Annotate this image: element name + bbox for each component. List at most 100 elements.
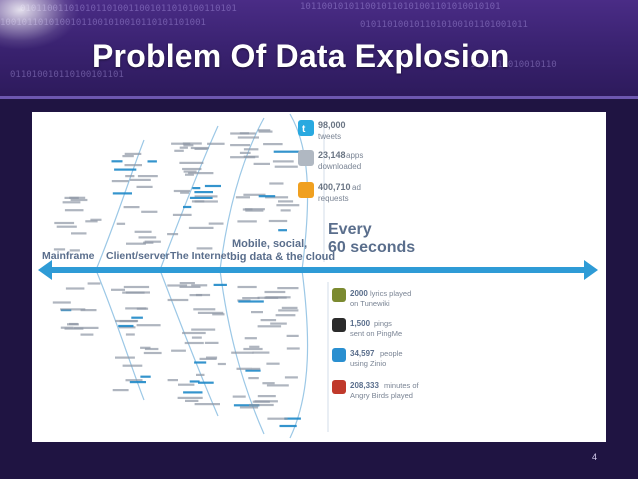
keyword-mark (167, 379, 178, 382)
svg-text:sent on PingMe: sent on PingMe (350, 329, 402, 338)
era-arc (95, 139, 145, 271)
keyword-mark (194, 361, 207, 364)
svg-text:ad: ad (352, 183, 361, 192)
keyword-mark (179, 161, 204, 164)
keyword-mark (70, 198, 88, 202)
svg-text:34,597: 34,597 (350, 349, 375, 358)
svg-text:people: people (380, 349, 403, 358)
keyword-mark (143, 351, 162, 355)
keyword-mark (278, 229, 287, 232)
keyword-mark (236, 367, 252, 370)
keyword-mark (279, 424, 297, 428)
keyword-mark (254, 400, 278, 403)
keyword-mark (196, 247, 213, 250)
keyword-mark (273, 150, 300, 153)
keyword-mark (191, 284, 208, 287)
keyword-mark (268, 219, 288, 223)
keyword-mark (251, 311, 263, 314)
keyword-mark (54, 221, 75, 225)
keyword-mark (243, 347, 263, 351)
keyword-mark (115, 356, 135, 359)
keyword-mark (197, 311, 224, 314)
svg-text:requests: requests (318, 194, 349, 203)
keyword-mark (243, 148, 259, 151)
keyword-mark (245, 369, 261, 372)
keyword-mark (233, 404, 260, 407)
keyword-mark (258, 130, 273, 133)
keyword-mark (171, 349, 186, 352)
keyword-mark (262, 382, 275, 385)
keyword-mark (167, 298, 189, 302)
era-arc (159, 269, 219, 417)
ad-icon (298, 182, 314, 198)
keyword-mark (182, 331, 206, 335)
keyword-mark (237, 136, 259, 139)
keyword-mark (206, 356, 218, 359)
era-arc (289, 269, 309, 439)
stat-pingme: 1,500 pings sent on PingMe (332, 318, 402, 338)
keyword-mark (124, 152, 142, 155)
stat-angry-birds: 208,333 minutes of Angry Birds played (332, 380, 420, 400)
keyword-mark (189, 294, 203, 297)
keyword-mark (112, 192, 132, 195)
keyword-mark (185, 173, 194, 176)
keyword-mark (191, 336, 202, 339)
svg-text:400,710: 400,710 (318, 182, 351, 192)
keyword-mark (167, 233, 179, 236)
keyword-mark (179, 282, 195, 285)
keyword-mark (111, 180, 129, 183)
keyword-mark (131, 316, 143, 319)
slide-header: 0101100110101011010011001011010100110101… (0, 0, 638, 96)
keyword-mark (275, 314, 296, 317)
keyword-mark (69, 249, 80, 252)
keyword-mark (80, 333, 94, 336)
header-glow (0, 0, 80, 50)
era-arc (219, 269, 265, 435)
keyword-mark (249, 403, 274, 407)
keyword-mark (136, 324, 161, 327)
keyword-mark (230, 144, 251, 147)
svg-text:23,148: 23,148 (318, 150, 346, 160)
svg-text:minutes of: minutes of (384, 381, 420, 390)
keyword-mark (242, 297, 260, 300)
binary-background-pattern: 0101100110101011010011001011010100110101… (0, 2, 557, 80)
slide-number: 4 (592, 452, 598, 462)
svg-text:pings: pings (374, 319, 392, 328)
keyword-mark (274, 165, 298, 168)
sixty-seconds-label: 60 seconds (328, 239, 415, 256)
keyword-mark (71, 232, 87, 235)
keyword-mark (183, 205, 192, 209)
svg-text:2000: 2000 (350, 289, 368, 298)
keyword-mark (180, 191, 190, 194)
keyword-mark (280, 209, 291, 212)
keyword-mark (65, 287, 85, 290)
keyword-mark (60, 308, 86, 311)
keyword-mark (189, 196, 213, 199)
keyword-mark (199, 357, 217, 360)
keyword-mark (267, 417, 288, 420)
keyword-mark (198, 381, 214, 384)
keyword-mark (123, 206, 140, 209)
keyword-mark (278, 200, 294, 203)
keyword-mark (56, 225, 77, 228)
slide-title: Problem Of Data Explosion (92, 38, 510, 74)
era-label-mobile-line2: big data & the cloud (230, 251, 335, 263)
pingme-icon (332, 318, 346, 332)
era-label-internet: The Internet (170, 250, 231, 262)
timeline-arrow-left-head (38, 260, 52, 280)
keyword-mark (257, 395, 276, 398)
every-label: Every (328, 221, 372, 238)
keyword-mark (230, 132, 256, 135)
stat-zinio: 34,597 people using Zinio (332, 348, 403, 368)
keyword-mark (62, 201, 81, 204)
keyword-mark (194, 200, 218, 203)
keyword-mark (265, 296, 291, 299)
keyword-mark (270, 322, 287, 325)
keyword-mark (269, 182, 284, 185)
era-arc (95, 269, 145, 401)
keyword-mark (134, 230, 152, 233)
keyword-mark (183, 391, 203, 394)
keyword-mark (204, 184, 221, 188)
keyword-mark (183, 170, 197, 173)
keyword-mark (252, 351, 270, 354)
